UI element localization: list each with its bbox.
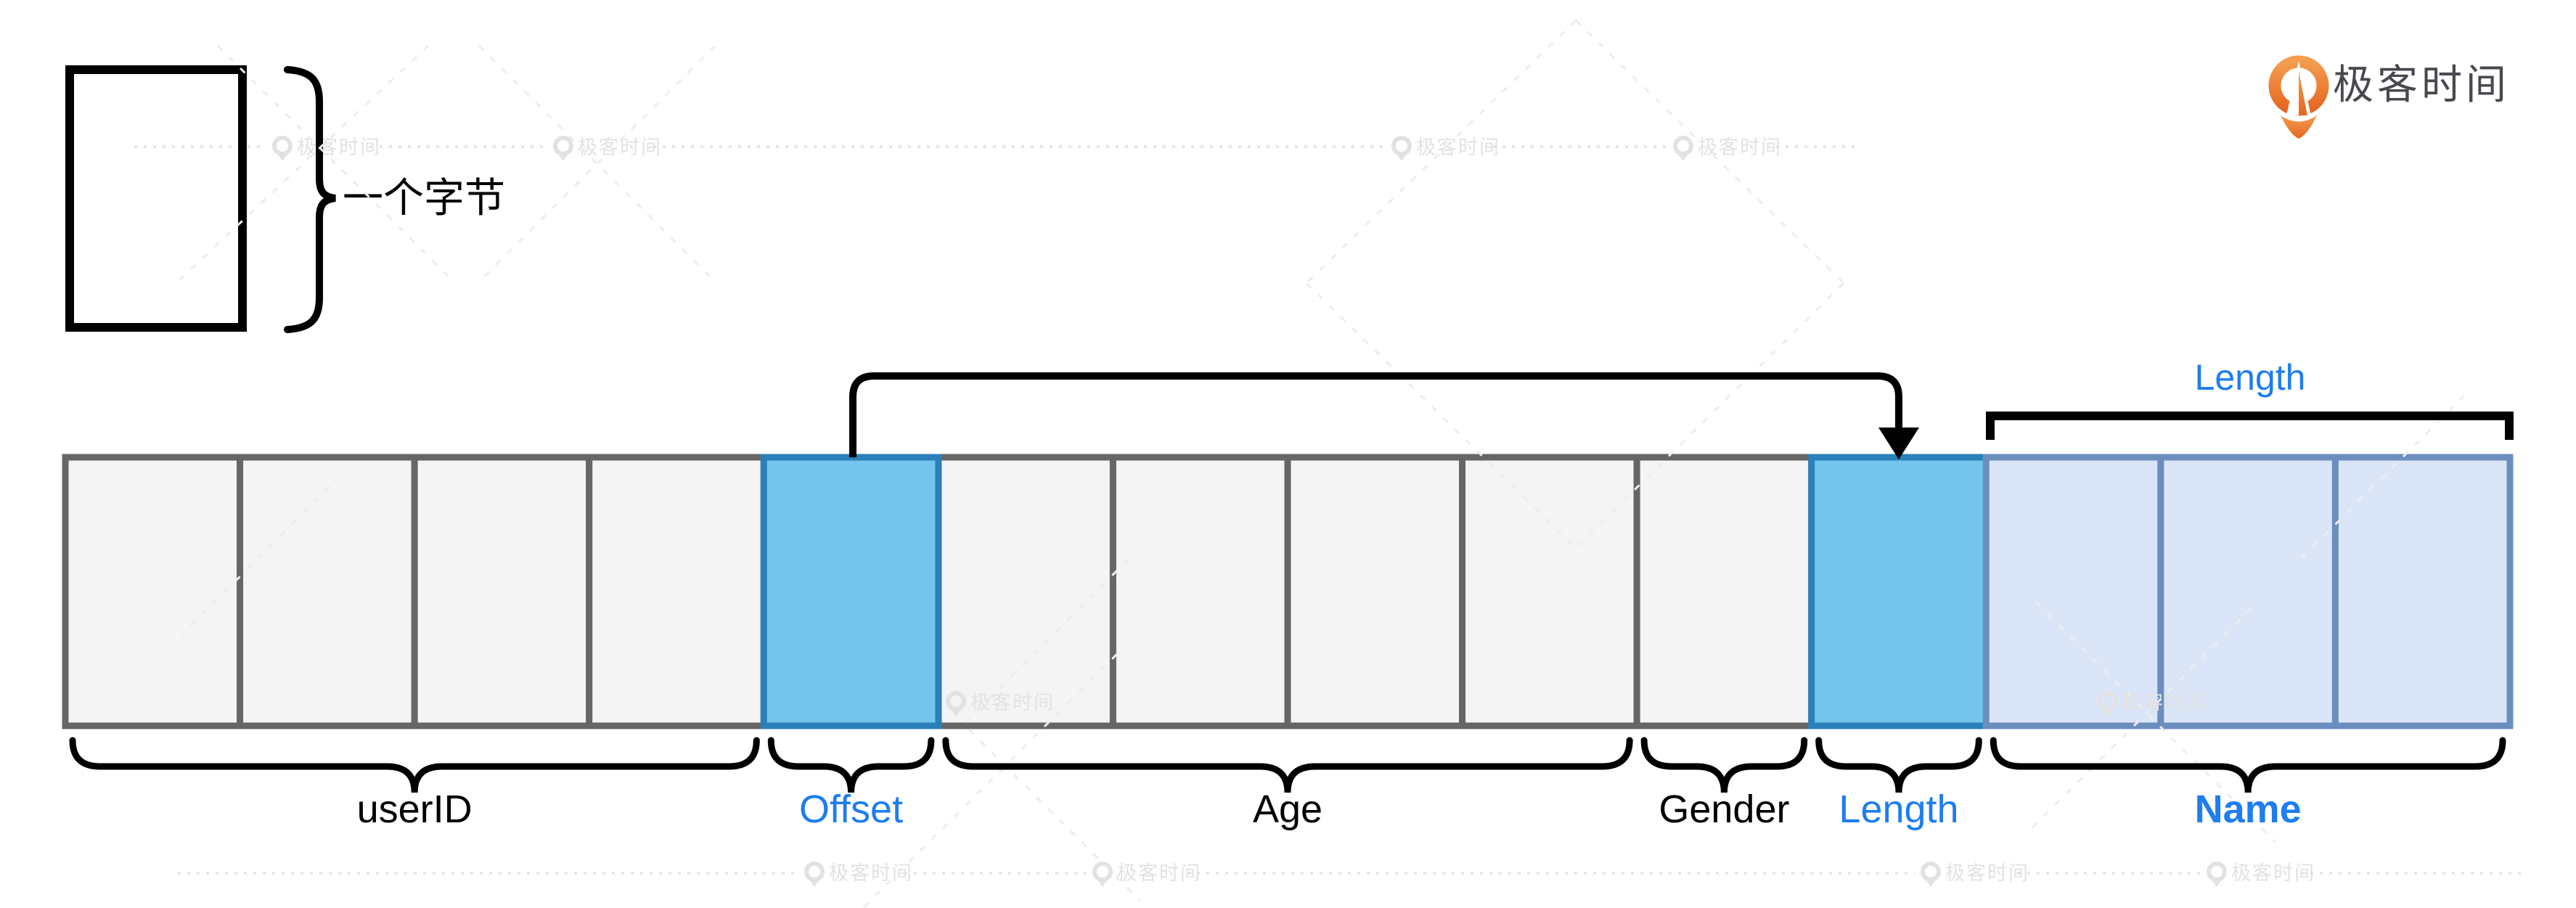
watermark-mark: 极客时间 — [266, 131, 381, 163]
watermark-logo-icon — [1678, 154, 1688, 161]
watermark-text: 极客时间 — [578, 136, 662, 158]
watermark-logo-icon — [558, 154, 568, 161]
watermark-mark: 极客时间 — [1667, 131, 1782, 163]
field-brace-userid — [69, 737, 760, 793]
byte-cell-offset — [760, 454, 942, 729]
byte-cell-gender — [1633, 454, 1815, 729]
watermark-logo-icon — [951, 709, 961, 716]
byte-cell-length — [1808, 454, 1990, 729]
field-label-offset: Offset — [799, 788, 903, 831]
watermark-diagonal — [862, 652, 1119, 908]
watermark-text: 极客时间 — [2231, 862, 2315, 884]
watermark-logo-icon — [277, 154, 287, 161]
field-labels: userID Offset Age Gender Length Name — [357, 788, 2302, 831]
watermark-mark: 极客时间 — [1386, 131, 1500, 163]
byte-cell-userid — [237, 454, 418, 729]
legend-byte-box — [65, 65, 247, 332]
legend-curly-brace — [284, 66, 336, 333]
watermark-diagonal — [176, 44, 430, 283]
field-label-name: Name — [2195, 788, 2302, 831]
field-brace-gender — [1640, 737, 1808, 793]
byte-cell-row — [62, 454, 2514, 729]
byte-cell-userid — [586, 454, 767, 729]
watermark-text: 极客时间 — [297, 136, 381, 158]
byte-cell-name — [1982, 454, 2164, 729]
watermark-diagonal — [180, 485, 332, 637]
watermark-logo-icon — [1926, 880, 1936, 887]
byte-cell-userid — [62, 454, 244, 729]
watermark-mark: 极客时间 — [946, 691, 1055, 716]
watermark-text: 极客时间 — [1698, 136, 1782, 158]
field-brace-age — [942, 737, 1633, 793]
byte-cell-name — [2331, 454, 2514, 729]
field-brace-length — [1815, 737, 1982, 793]
watermark-logo-icon — [1097, 880, 1108, 887]
field-label-userid: userID — [357, 788, 473, 831]
watermark-logo-icon — [1397, 154, 1407, 161]
watermark-text: 极客时间 — [970, 692, 1055, 713]
name-bracket-length-label: Length — [2195, 357, 2306, 398]
watermark-logo-icon — [809, 880, 819, 887]
byte-cell-userid — [411, 454, 593, 729]
field-braces — [69, 737, 2506, 793]
arrow-head-icon — [1878, 428, 1919, 459]
watermark-text: 极客时间 — [1416, 136, 1500, 158]
watermark-mark: 极客时间 — [2098, 691, 2207, 716]
byte-cell-age — [1284, 454, 1466, 729]
legend-label: 一个字节 — [343, 175, 505, 221]
geektime-logo-icon — [2268, 55, 2329, 139]
geektime-logo: 极客时间 — [2268, 55, 2510, 139]
watermark-text: 极客时间 — [2122, 692, 2207, 713]
field-brace-name — [1990, 737, 2506, 793]
name-length-bracket: Length — [1986, 357, 2514, 440]
watermark-text: 极客时间 — [829, 862, 913, 884]
watermark-mark: 极客时间 — [547, 131, 662, 163]
watermark-text: 极客时间 — [1117, 862, 1201, 884]
watermark-mark: 极客时间 — [798, 857, 913, 889]
legend-one-byte: 一个字节 — [65, 65, 505, 333]
watermark-dotted-lines: 极客时间极客时间极客时间极客时间极客时间极客时间极客时间极客时间 — [134, 131, 2526, 889]
field-label-gender: Gender — [1659, 788, 1789, 831]
byte-cell-age — [935, 454, 1116, 729]
field-brace-offset — [767, 737, 935, 793]
watermark-mark: 极客时间 — [2201, 857, 2315, 889]
watermark-mark: 极客时间 — [1915, 857, 2029, 889]
watermark-logo-icon — [2103, 709, 2113, 716]
watermark-diagonal — [2031, 601, 2259, 829]
offset-to-length-arrow — [849, 372, 1919, 459]
watermark-text: 极客时间 — [1945, 862, 2029, 884]
byte-cell-name — [2157, 454, 2339, 729]
watermark-diagonal — [216, 44, 455, 283]
watermark-diagonal — [2296, 394, 2466, 564]
field-label-age: Age — [1253, 788, 1322, 831]
watermark-diagonal — [964, 554, 1134, 724]
byte-cell-age — [1459, 454, 1640, 729]
field-label-length: Length — [1839, 788, 1958, 831]
watermark-mark: 极客时间 — [1087, 857, 1201, 889]
bracket-line — [1986, 412, 2514, 440]
watermark-overlay: 极客时间极客时间 — [176, 19, 2466, 908]
watermark-logo-icon — [2212, 880, 2222, 887]
arrow-line — [849, 372, 1902, 457]
byte-cell-age — [1109, 454, 1291, 729]
brand-name: 极客时间 — [2333, 62, 2510, 107]
